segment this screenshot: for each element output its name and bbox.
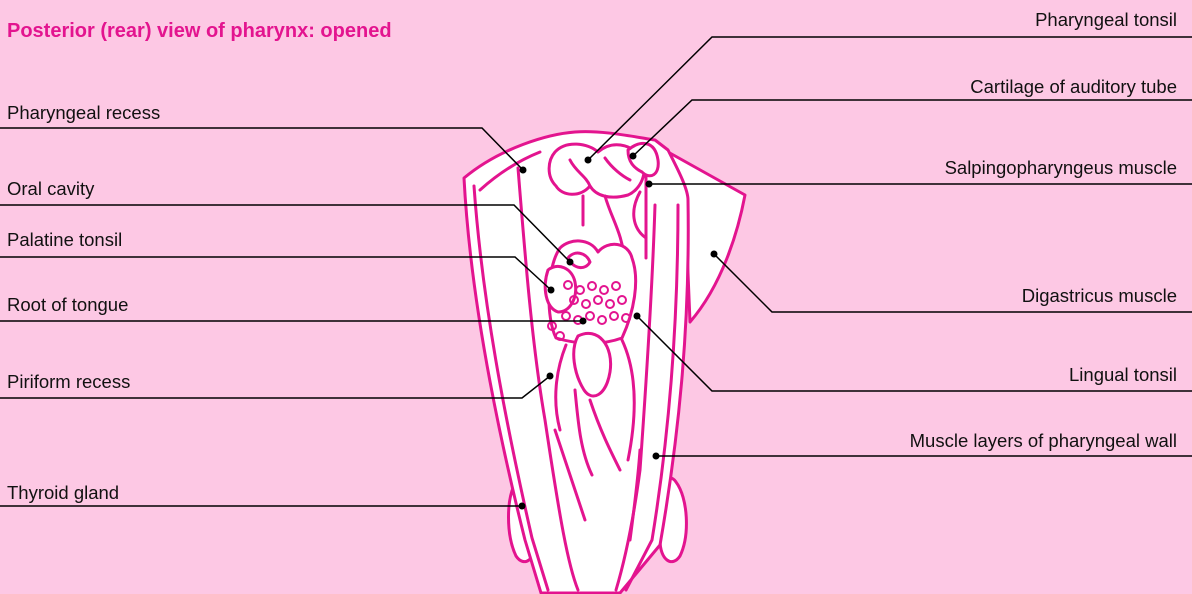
leader-cartilage-auditory-tube: [633, 100, 1192, 156]
leader-pharyngeal-tonsil: [588, 37, 1192, 160]
leader-root-of-tongue-dot: [580, 318, 587, 325]
pharynx-illustration: [464, 132, 745, 593]
label-oral-cavity: Oral cavity: [7, 178, 94, 200]
label-pharyngeal-tonsil: Pharyngeal tonsil: [1035, 9, 1177, 31]
leader-salpingopharyngeus-dot: [646, 181, 653, 188]
label-salpingopharyngeus-muscle: Salpingopharyngeus muscle: [945, 157, 1177, 179]
label-palatine-tonsil: Palatine tonsil: [7, 229, 122, 251]
leader-digastricus-dot: [711, 251, 718, 258]
leader-cartilage-auditory-tube-dot: [630, 153, 637, 160]
label-pharyngeal-recess: Pharyngeal recess: [7, 102, 160, 124]
label-thyroid-gland: Thyroid gland: [7, 482, 119, 504]
leader-palatine-tonsil: [0, 257, 551, 290]
diagram-title: Posterior (rear) view of pharynx: opened: [7, 20, 392, 43]
label-cartilage-of-auditory-tube: Cartilage of auditory tube: [970, 76, 1177, 98]
leader-pharyngeal-tonsil-dot: [585, 157, 592, 164]
leader-pharyngeal-recess: [0, 128, 523, 170]
label-lingual-tonsil: Lingual tonsil: [1069, 364, 1177, 386]
leader-pharyngeal-recess-dot: [520, 167, 527, 174]
label-digastricus-muscle: Digastricus muscle: [1022, 285, 1177, 307]
leader-piriform-recess-dot: [547, 373, 554, 380]
label-piriform-recess: Piriform recess: [7, 371, 130, 393]
label-root-of-tongue: Root of tongue: [7, 294, 128, 316]
leader-palatine-tonsil-dot: [548, 287, 555, 294]
label-muscle-layers-of-pharyngeal-wall: Muscle layers of pharyngeal wall: [910, 430, 1177, 452]
leader-lingual-tonsil-dot: [634, 313, 641, 320]
leader-thyroid-gland-dot: [519, 503, 526, 510]
leader-oral-cavity-dot: [567, 259, 574, 266]
leader-muscle-layers-dot: [653, 453, 660, 460]
